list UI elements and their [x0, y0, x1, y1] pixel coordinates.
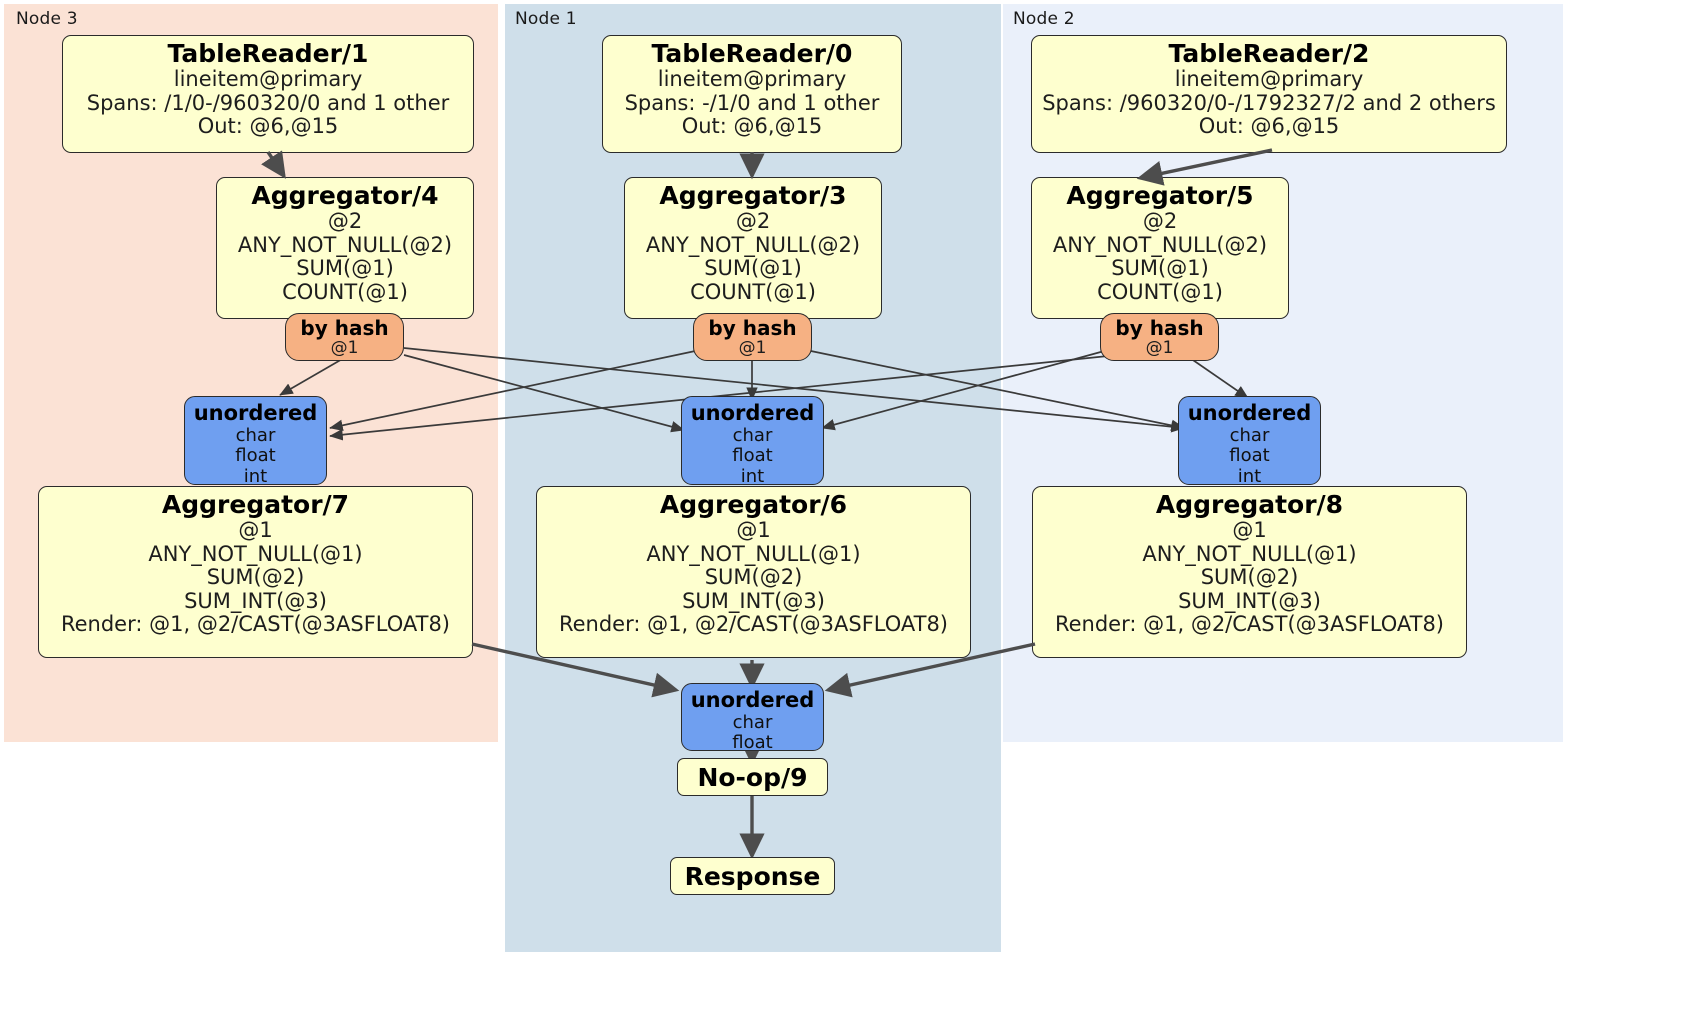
router-title: by hash [708, 316, 797, 340]
processor-detail: Render: @1, @2/CAST(@3ASFLOAT8) [558, 612, 949, 637]
synchronizer-type: int [740, 465, 765, 487]
processor-detail: Out: @6,@15 [681, 114, 823, 139]
processor-detail: SUM_INT(@3) [682, 588, 825, 613]
processor-detail: ANY_NOT_NULL(@1) [148, 541, 363, 566]
processor-detail: ANY_NOT_NULL(@1) [1142, 541, 1357, 566]
processor-detail: Spans: /960320/0-/1792327/2 and 2 others [1042, 90, 1496, 115]
processor-title: Aggregator/8 [1155, 490, 1344, 519]
router-by-hash-aggregator-4[interactable]: by hash @1 [285, 313, 404, 361]
router-detail: @1 [1145, 338, 1174, 358]
processor-detail: COUNT(@1) [690, 279, 816, 304]
processor-detail: @2 [735, 209, 771, 233]
processor-title: Aggregator/5 [1066, 181, 1254, 210]
router-detail: @1 [738, 338, 767, 358]
synchronizer-type: float [235, 445, 276, 467]
processor-aggregator-5[interactable]: Aggregator/5 @2 ANY_NOT_NULL(@2) SUM(@1)… [1031, 177, 1289, 319]
processor-title: Response [684, 861, 821, 891]
processor-detail: SUM(@1) [296, 256, 394, 281]
processor-title: Aggregator/4 [251, 181, 439, 210]
processor-title: No-op/9 [697, 762, 808, 792]
processor-title: TableReader/0 [651, 39, 853, 68]
processor-response[interactable]: Response [670, 857, 835, 895]
synchronizer-unordered-aggregator-6[interactable]: unordered char float int [681, 396, 824, 487]
processor-detail: lineitem@primary [173, 67, 363, 91]
processor-detail: SUM(@2) [704, 565, 803, 590]
synchronizer-title: unordered [1187, 401, 1312, 425]
processor-detail: lineitem@primary [1174, 67, 1364, 91]
synchronizer-title: unordered [690, 401, 815, 425]
node-label-node1: Node 1 [515, 9, 577, 29]
processor-detail: Spans: -/1/0 and 1 other [624, 90, 880, 115]
processor-detail: @2 [327, 209, 363, 233]
processor-tablereader-1[interactable]: TableReader/1 lineitem@primary Spans: /1… [62, 35, 474, 153]
synchronizer-type: float [732, 732, 773, 754]
processor-aggregator-6[interactable]: Aggregator/6 @1 ANY_NOT_NULL(@1) SUM(@2)… [536, 486, 971, 658]
processor-detail: SUM_INT(@3) [184, 588, 327, 613]
processor-aggregator-4[interactable]: Aggregator/4 @2 ANY_NOT_NULL(@2) SUM(@1)… [216, 177, 474, 319]
synchronizer-type: char [732, 424, 773, 446]
router-by-hash-aggregator-5[interactable]: by hash @1 [1100, 313, 1219, 361]
synchronizer-title: unordered [193, 401, 318, 425]
synchronizer-type: char [732, 711, 773, 733]
processor-title: Aggregator/7 [161, 490, 350, 519]
processor-detail: COUNT(@1) [1097, 279, 1223, 304]
processor-detail: @2 [1142, 209, 1178, 233]
processor-detail: SUM(@1) [704, 256, 802, 281]
synchronizer-unordered-final[interactable]: unordered char float [681, 683, 824, 754]
processor-detail: SUM(@2) [206, 565, 305, 590]
synchronizer-type: char [1229, 424, 1270, 446]
processor-aggregator-8[interactable]: Aggregator/8 @1 ANY_NOT_NULL(@1) SUM(@2)… [1032, 486, 1467, 658]
router-title: by hash [300, 316, 389, 340]
synchronizer-type: int [243, 465, 268, 487]
processor-detail: SUM(@2) [1200, 565, 1299, 590]
processor-detail: ANY_NOT_NULL(@2) [237, 232, 453, 257]
processor-detail: ANY_NOT_NULL(@2) [1052, 232, 1268, 257]
edge-agg7-final [471, 642, 680, 698]
processor-aggregator-3[interactable]: Aggregator/3 @2 ANY_NOT_NULL(@2) SUM(@1)… [624, 177, 882, 319]
edge-tr2-agg5 [1136, 148, 1273, 186]
processor-noop-9[interactable]: No-op/9 [677, 758, 828, 796]
synchronizer-type: char [235, 424, 276, 446]
synchronizer-type: float [732, 445, 773, 467]
node-label-node2: Node 2 [1013, 9, 1075, 29]
synchronizer-unordered-aggregator-7[interactable]: unordered char float int [184, 396, 327, 487]
processor-detail: lineitem@primary [657, 67, 847, 91]
processor-detail: Out: @6,@15 [197, 114, 339, 139]
edge-agg8-final [824, 642, 1036, 698]
synchronizer-type: int [1237, 465, 1262, 487]
router-title: by hash [1115, 316, 1204, 340]
processor-detail: @1 [736, 518, 771, 542]
router-by-hash-aggregator-3[interactable]: by hash @1 [693, 313, 812, 361]
processor-title: Aggregator/6 [659, 490, 848, 519]
processor-tablereader-0[interactable]: TableReader/0 lineitem@primary Spans: -/… [602, 35, 902, 153]
processor-detail: ANY_NOT_NULL(@2) [645, 232, 861, 257]
synchronizer-title: unordered [690, 688, 815, 712]
processor-tablereader-2[interactable]: TableReader/2 lineitem@primary Spans: /9… [1031, 35, 1507, 153]
processor-detail: Out: @6,@15 [1198, 114, 1340, 139]
processor-detail: ANY_NOT_NULL(@1) [646, 541, 861, 566]
processor-detail: SUM_INT(@3) [1178, 588, 1321, 613]
processor-detail: SUM(@1) [1111, 256, 1209, 281]
processor-detail: COUNT(@1) [282, 279, 408, 304]
processor-aggregator-7[interactable]: Aggregator/7 @1 ANY_NOT_NULL(@1) SUM(@2)… [38, 486, 473, 658]
node-label-node3: Node 3 [16, 9, 78, 29]
synchronizer-unordered-aggregator-8[interactable]: unordered char float int [1178, 396, 1321, 487]
synchronizer-type: float [1229, 445, 1270, 467]
processor-title: TableReader/1 [167, 39, 369, 68]
processor-detail: @1 [1232, 518, 1267, 542]
edge-tr1-agg4 [261, 150, 286, 179]
processor-title: TableReader/2 [1168, 39, 1370, 68]
router-detail: @1 [330, 338, 359, 358]
processor-detail: @1 [238, 518, 273, 542]
processor-detail: Spans: /1/0-/960320/0 and 1 other [86, 90, 450, 115]
processor-detail: Render: @1, @2/CAST(@3ASFLOAT8) [60, 612, 451, 637]
processor-title: Aggregator/3 [659, 181, 847, 210]
processor-detail: Render: @1, @2/CAST(@3ASFLOAT8) [1054, 612, 1445, 637]
